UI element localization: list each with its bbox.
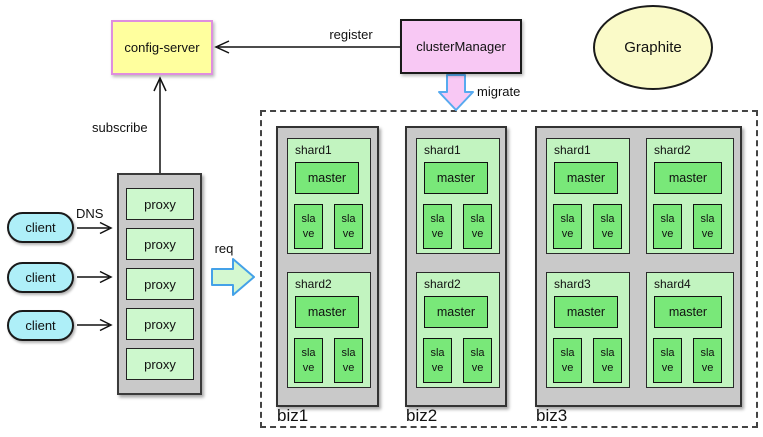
dns-arrow-2 bbox=[77, 270, 113, 284]
biz1-shard1: shard1 master sla ve sla ve bbox=[287, 138, 371, 254]
shard-name: shard4 bbox=[654, 277, 691, 291]
slave-node: sla ve bbox=[553, 204, 582, 249]
proxy-node-4: proxy bbox=[126, 308, 194, 340]
slave-node: sla ve bbox=[423, 204, 452, 249]
shard-name: shard2 bbox=[295, 277, 332, 291]
slave-node: sla ve bbox=[693, 338, 722, 383]
biz1-shard2: shard2 master sla ve sla ve bbox=[287, 272, 371, 388]
slave-node: sla ve bbox=[463, 204, 492, 249]
slave-node: sla ve bbox=[593, 338, 622, 383]
proxy-node-2: proxy bbox=[126, 228, 194, 260]
slave-node: sla ve bbox=[593, 204, 622, 249]
biz2-shard2: shard2 master sla ve sla ve bbox=[416, 272, 500, 388]
cluster-manager-node: clusterManager bbox=[400, 19, 522, 74]
master-node: master bbox=[424, 296, 488, 328]
biz3-label: biz3 bbox=[536, 406, 568, 425]
master-node: master bbox=[424, 162, 488, 194]
biz2-label: biz2 bbox=[406, 406, 438, 425]
biz3-cluster-container: shard1 master sla ve sla ve shard2 maste… bbox=[535, 126, 742, 407]
master-node: master bbox=[554, 296, 618, 328]
shard-name: shard2 bbox=[654, 143, 691, 157]
master-node: master bbox=[295, 296, 359, 328]
shard-name: shard1 bbox=[295, 143, 332, 157]
biz1-cluster-container: shard1 master sla ve sla ve shard2 maste… bbox=[276, 126, 379, 407]
dns-label: DNS bbox=[76, 206, 104, 221]
dns-arrow-3 bbox=[77, 318, 113, 332]
dns-arrow-1 bbox=[77, 221, 113, 235]
biz2-shard1: shard1 master sla ve sla ve bbox=[416, 138, 500, 254]
slave-node: sla ve bbox=[423, 338, 452, 383]
client-node-2: client bbox=[7, 262, 74, 293]
proxy-node-3: proxy bbox=[126, 268, 194, 300]
proxy-node-5: proxy bbox=[126, 348, 194, 380]
register-label: register bbox=[329, 27, 373, 42]
slave-node: sla ve bbox=[463, 338, 492, 383]
master-node: master bbox=[554, 162, 618, 194]
proxy-stack-container: proxy proxy proxy proxy proxy bbox=[117, 173, 202, 395]
slave-node: sla ve bbox=[334, 204, 363, 249]
master-node: master bbox=[654, 296, 722, 328]
biz3-shard3: shard3 master sla ve sla ve bbox=[546, 272, 630, 388]
slave-node: sla ve bbox=[553, 338, 582, 383]
biz2-cluster-container: shard1 master sla ve sla ve shard2 maste… bbox=[405, 126, 507, 407]
req-block-arrow bbox=[211, 258, 255, 296]
register-arrow bbox=[214, 40, 400, 54]
shard-name: shard1 bbox=[554, 143, 591, 157]
slave-node: sla ve bbox=[294, 204, 323, 249]
slave-node: sla ve bbox=[334, 338, 363, 383]
config-server-node: config-server bbox=[111, 20, 213, 75]
master-node: master bbox=[295, 162, 359, 194]
migrate-block-arrow bbox=[438, 74, 474, 111]
biz3-shard1: shard1 master sla ve sla ve bbox=[546, 138, 630, 254]
req-label: req bbox=[214, 241, 234, 256]
slave-node: sla ve bbox=[653, 204, 682, 249]
slave-node: sla ve bbox=[294, 338, 323, 383]
master-node: master bbox=[654, 162, 722, 194]
subscribe-label: subscribe bbox=[92, 120, 148, 135]
biz-zone-dashed-border bbox=[260, 110, 758, 428]
migrate-label: migrate bbox=[477, 84, 521, 99]
biz3-shard2: shard2 master sla ve sla ve bbox=[646, 138, 734, 254]
client-node-3: client bbox=[7, 310, 74, 341]
shard-name: shard3 bbox=[554, 277, 591, 291]
slave-node: sla ve bbox=[653, 338, 682, 383]
shard-name: shard1 bbox=[424, 143, 461, 157]
biz1-label: biz1 bbox=[277, 406, 309, 425]
slave-node: sla ve bbox=[693, 204, 722, 249]
shard-name: shard2 bbox=[424, 277, 461, 291]
client-node-1: client bbox=[7, 212, 74, 243]
proxy-node-1: proxy bbox=[126, 188, 194, 220]
subscribe-arrow bbox=[153, 76, 167, 173]
biz3-shard4: shard4 master sla ve sla ve bbox=[646, 272, 734, 388]
graphite-node: Graphite bbox=[593, 5, 713, 90]
